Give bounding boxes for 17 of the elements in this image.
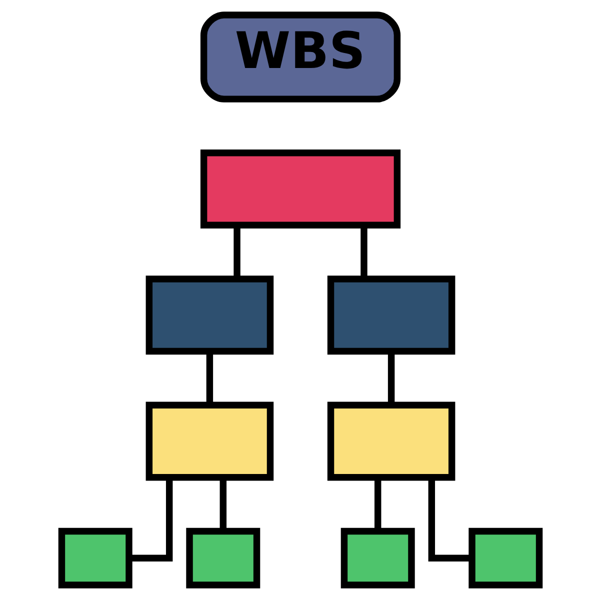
node-box <box>145 276 274 355</box>
connector <box>360 226 367 279</box>
node-box <box>326 276 455 355</box>
connector <box>219 478 226 531</box>
node-box: WBS <box>200 12 400 102</box>
connector <box>387 352 394 405</box>
connector <box>206 352 213 405</box>
node-box <box>145 402 274 481</box>
node-box <box>340 528 414 588</box>
node-box <box>326 402 455 481</box>
node-box <box>468 528 542 588</box>
node-box <box>186 528 260 588</box>
node-box <box>200 150 400 229</box>
connector <box>233 226 240 279</box>
connector <box>428 478 472 562</box>
node-box <box>58 528 132 588</box>
connector <box>374 478 381 531</box>
